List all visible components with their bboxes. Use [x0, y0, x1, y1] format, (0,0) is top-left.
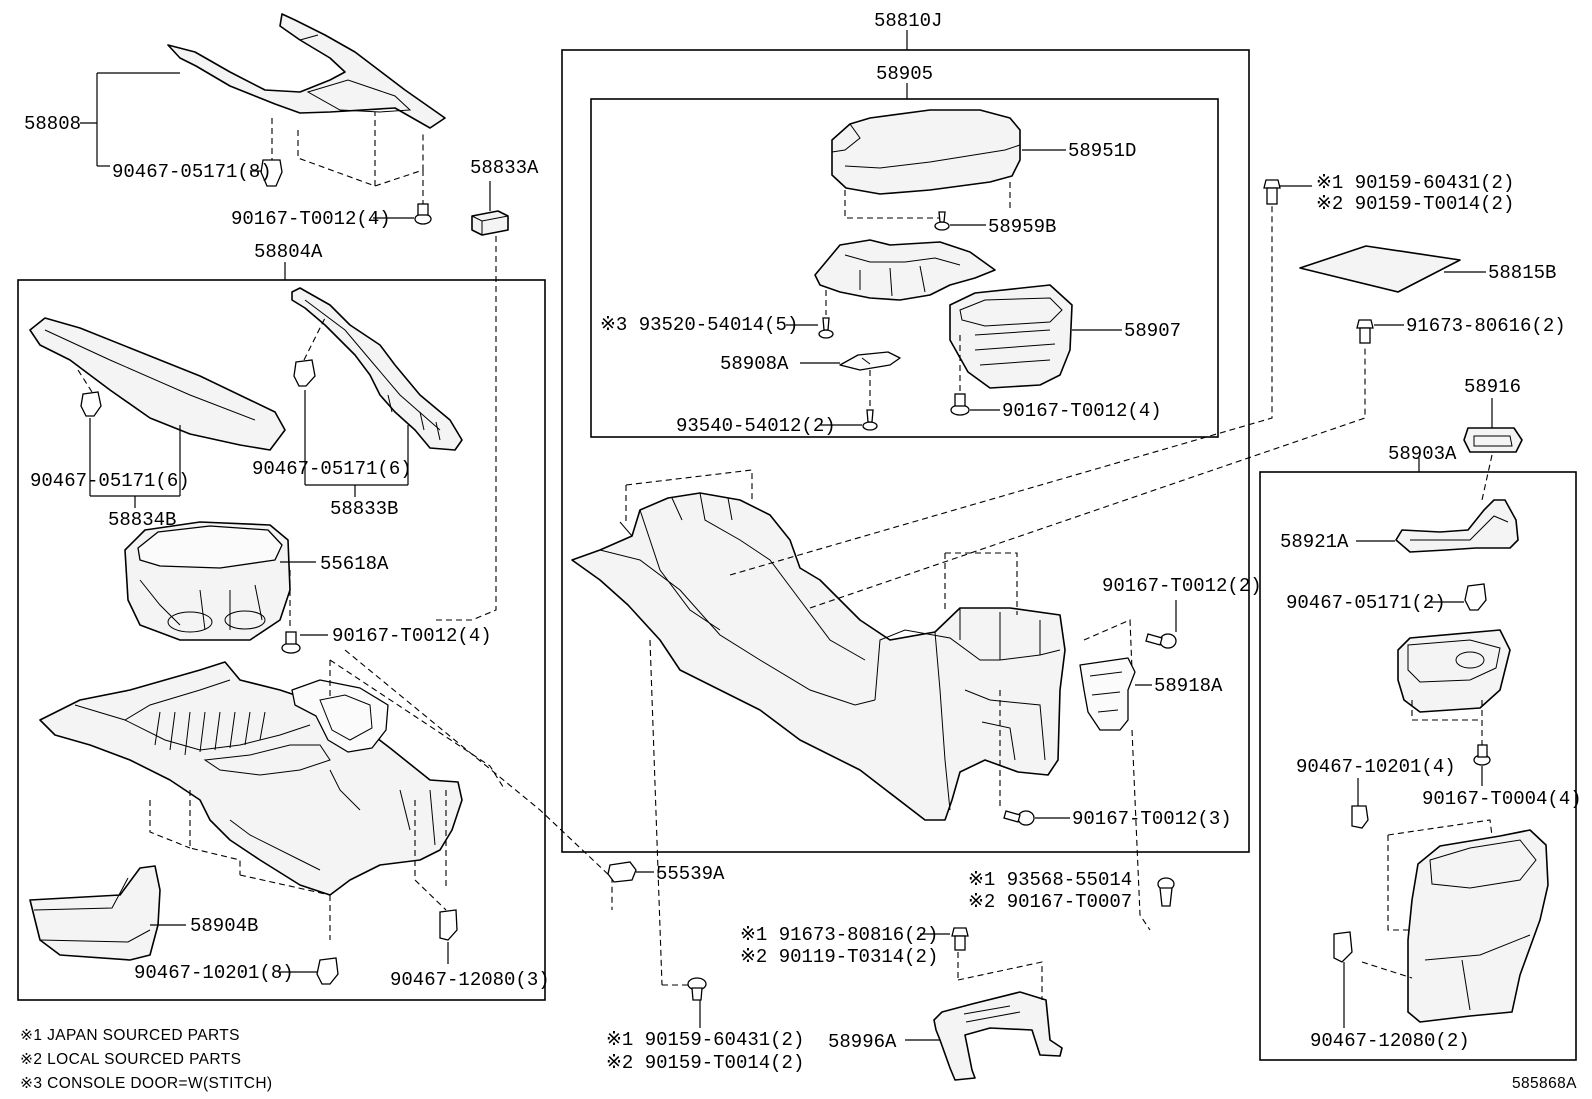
label-58916: 58916 — [1464, 376, 1521, 398]
label-90467-05171-2: 90467-05171(2) — [1286, 592, 1446, 614]
label-90167-T0007: ※2 90167-T0007 — [968, 891, 1132, 913]
bolt-90167-T0012-top-icon — [414, 203, 432, 225]
part-lower-console-body — [39, 661, 463, 896]
part-58810J-console-body — [571, 492, 1066, 821]
group-box-58905 — [590, 98, 1219, 438]
label-90467-05171-6-a: 90467-05171(6) — [30, 470, 190, 492]
clip-90467-10201-right-icon — [1351, 805, 1369, 829]
part-58833A-clip — [471, 210, 509, 236]
label-90167-T0012-4-left: 90167-T0012(4) — [332, 625, 492, 647]
screw-90159-bottom-icon — [687, 977, 707, 1001]
part-58808-upper-panel — [167, 13, 446, 129]
part-58916-clip — [1463, 427, 1523, 453]
label-93568: ※1 93568-55014 — [968, 869, 1132, 891]
part-right-lower-housing — [1407, 829, 1549, 1023]
label-90467-05171-8: 90467-05171(8) — [112, 161, 272, 183]
label-90467-12080-2: 90467-12080(2) — [1310, 1030, 1470, 1052]
part-armrest-base-bracket — [814, 239, 996, 301]
label-58951D: 58951D — [1068, 140, 1136, 162]
footnote-2: ※2 LOCAL SOURCED PARTS — [20, 1051, 241, 1068]
label-58918A: 58918A — [1154, 675, 1223, 697]
label-58996A: 58996A — [828, 1031, 897, 1053]
label-90159-60431-top: ※1 90159-60431(2) — [1316, 172, 1514, 194]
label-58804A: 58804A — [254, 241, 323, 263]
label-58833B: 58833B — [330, 498, 398, 520]
part-58908A-plate — [839, 351, 901, 371]
part-58904B-tray — [29, 865, 161, 961]
bolt-90167-T0012-mid-icon — [950, 393, 970, 416]
label-91673-80616: 91673-80616(2) — [1406, 315, 1566, 337]
part-58921A-trim — [1395, 499, 1519, 553]
footnote-3: ※3 CONSOLE DOOR=W(STITCH) — [20, 1075, 273, 1092]
label-58905: 58905 — [876, 63, 933, 85]
label-90167-T0012-2: 90167-T0012(2) — [1102, 575, 1262, 597]
clip-90467-12080-right-icon — [1333, 931, 1353, 963]
screw-90159-top-icon — [1263, 179, 1281, 205]
label-58921A: 58921A — [1280, 531, 1349, 553]
screw-93540-icon — [862, 409, 878, 431]
clip-90467-05171-top-icon — [260, 159, 283, 187]
label-90159-T0014-top: ※2 90159-T0014(2) — [1316, 193, 1514, 215]
clip-90467-05171-right-icon — [293, 359, 316, 387]
label-58808: 58808 — [24, 113, 81, 135]
label-58815B: 58815B — [1488, 262, 1556, 284]
screw-93568-icon — [1157, 877, 1175, 907]
label-58959B: 58959B — [988, 216, 1056, 238]
label-90467-12080-3: 90467-12080(3) — [390, 969, 550, 991]
diagram-code: 585868A — [1512, 1075, 1577, 1092]
label-58903A: 58903A — [1388, 443, 1457, 465]
part-58907-hinge-box — [949, 284, 1073, 389]
label-90159-T0014-bottom: ※2 90159-T0014(2) — [606, 1052, 804, 1074]
bolt-90167-T0012-left-icon — [281, 631, 301, 654]
label-93520: ※3 93520-54014(5) — [600, 314, 798, 336]
label-90159-60431-bottom: ※1 90159-60431(2) — [606, 1029, 804, 1051]
bolt-91673-80616-icon — [1356, 319, 1374, 344]
group-box-58903A — [1259, 471, 1577, 1061]
part-right-group-tray — [1397, 629, 1511, 713]
group-box-58804A — [17, 279, 546, 1001]
label-90167-T0012-4-top: 90167-T0012(4) — [231, 208, 391, 230]
label-55618A: 55618A — [320, 553, 389, 575]
label-58833A: 58833A — [470, 157, 539, 179]
label-58810J: 58810J — [874, 10, 942, 32]
clip-90467-12080-left-icon — [439, 909, 458, 941]
label-93540: 93540-54012(2) — [676, 415, 836, 437]
label-90167-T0004-4: 90167-T0004(4) — [1422, 788, 1582, 810]
part-58951D-armrest — [831, 109, 1021, 195]
label-90467-10201-4: 90467-10201(4) — [1296, 756, 1456, 778]
part-58833B-right-trim — [291, 287, 463, 451]
label-90467-05171-6-b: 90467-05171(6) — [252, 458, 412, 480]
bolt-90167-T0012-3-icon — [1003, 810, 1035, 826]
label-90119-T0314: ※2 90119-T0314(2) — [740, 946, 938, 968]
label-91673-80816: ※1 91673-80816(2) — [740, 924, 938, 946]
screw-58959B-icon — [934, 211, 950, 231]
footnote-1: ※1 JAPAN SOURCED PARTS — [20, 1027, 240, 1044]
label-55539A: 55539A — [656, 863, 725, 885]
bolt-91673-80816-icon — [951, 927, 969, 951]
part-58834B-left-trim — [29, 317, 286, 451]
clip-90467-05171-right-group-icon — [1464, 583, 1487, 611]
label-58834B: 58834B — [108, 509, 176, 531]
bolt-90167-T0012-2-icon — [1145, 633, 1177, 649]
label-58908A: 58908A — [720, 353, 789, 375]
bolt-90167-T0004-icon — [1473, 744, 1491, 766]
label-58907: 58907 — [1124, 320, 1181, 342]
part-58996A-brace — [933, 991, 1063, 1081]
clip-55539A-icon — [607, 861, 637, 883]
screw-93520-icon — [818, 317, 834, 339]
label-58904B: 58904B — [190, 915, 258, 937]
clip-90467-05171-left-icon — [80, 391, 102, 417]
part-58918A-bracket — [1079, 657, 1136, 731]
part-58815B-mat — [1299, 245, 1461, 293]
clip-90467-10201-left-icon — [316, 957, 339, 985]
label-90467-10201-8: 90467-10201(8) — [134, 962, 294, 984]
group-box-58810J — [561, 49, 1250, 853]
label-90167-T0012-3: 90167-T0012(3) — [1072, 808, 1232, 830]
label-90167-T0012-4-mid: 90167-T0012(4) — [1002, 400, 1162, 422]
part-55618A-cup-holder — [124, 521, 291, 641]
